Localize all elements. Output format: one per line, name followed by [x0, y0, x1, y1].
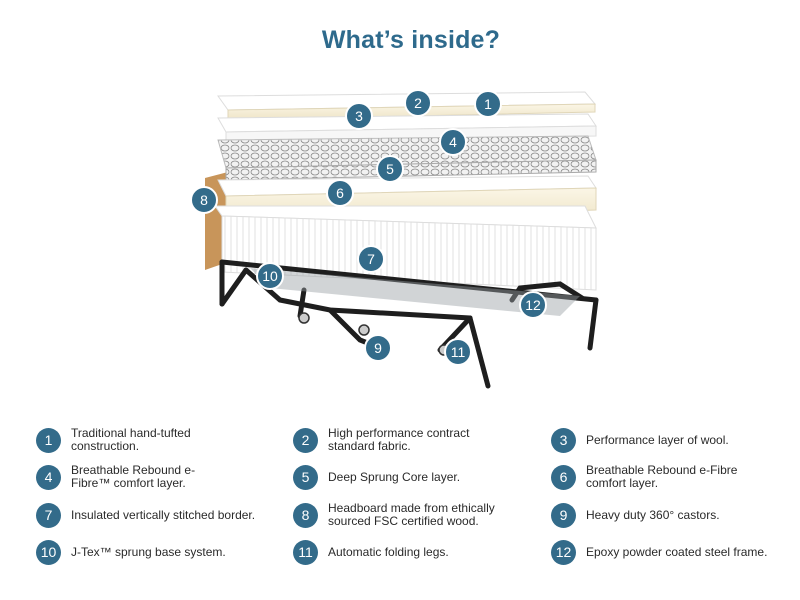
legend-text: Performance layer of wool. — [586, 432, 729, 447]
legend-item-8: 8 Headboard made from ethically sourced … — [293, 497, 533, 533]
legend-number: 10 — [36, 539, 61, 565]
legend-text: Deep Sprung Core layer. — [328, 469, 461, 484]
legend-number: 7 — [36, 502, 61, 528]
legend-number: 4 — [36, 464, 61, 490]
legend-number: 2 — [293, 427, 318, 453]
legend-item-4: 4 Breathable Rebound e-Fibre™ comfort la… — [36, 459, 276, 495]
legend-number: 1 — [36, 427, 61, 453]
callout-badge-9: 9 — [364, 334, 392, 362]
bed-exploded-diagram: 1 2 3 4 5 6 7 8 9 10 11 12 — [190, 89, 599, 389]
legend-text: J-Tex™ sprung base system. — [71, 544, 226, 559]
castor-wheel — [298, 312, 310, 324]
callout-badge-10: 10 — [256, 262, 284, 290]
legend-item-3: 3 Performance layer of wool. — [551, 422, 791, 458]
legend-number: 3 — [551, 427, 576, 453]
legend-number: 9 — [551, 502, 576, 528]
callout-badge-2: 2 — [404, 89, 432, 117]
legend-text: Heavy duty 360° castors. — [586, 507, 720, 522]
legend-number: 6 — [551, 464, 576, 490]
legend-item-7: 7 Insulated vertically stitched border. — [36, 497, 276, 533]
legend-text: Headboard made from ethically sourced FS… — [328, 501, 495, 528]
legend-number: 11 — [293, 539, 318, 565]
legend-item-6: 6 Breathable Rebound e-Fibre comfort lay… — [551, 459, 791, 495]
sprung-base — [250, 268, 580, 316]
legend-item-12: 12 Epoxy powder coated steel frame. — [551, 534, 791, 570]
callout-badge-6: 6 — [326, 179, 354, 207]
legend-text: Traditional hand-tufted construction. — [71, 426, 191, 453]
legend-text: Epoxy powder coated steel frame. — [586, 544, 768, 559]
legend-text: Breathable Rebound e-Fibre comfort layer… — [586, 463, 738, 490]
legend-item-1: 1 Traditional hand-tufted construction. — [36, 422, 276, 458]
spring-core-layer — [217, 135, 597, 181]
legend-number: 5 — [293, 464, 318, 490]
legend-text: Automatic folding legs. — [328, 544, 449, 559]
castor-wheel — [358, 324, 370, 336]
callout-badge-4: 4 — [439, 128, 467, 156]
legend-number: 8 — [293, 502, 318, 528]
legend-item-10: 10 J-Tex™ sprung base system. — [36, 534, 276, 570]
wool-layer — [217, 113, 597, 143]
legend-text: Breathable Rebound e-Fibre™ comfort laye… — [71, 463, 196, 490]
callout-badge-1: 1 — [474, 90, 502, 118]
legend-item-2: 2 High performance contract standard fab… — [293, 422, 533, 458]
callout-badge-7: 7 — [357, 245, 385, 273]
legend-text: Insulated vertically stitched border. — [71, 507, 256, 522]
callout-badge-3: 3 — [345, 102, 373, 130]
legend-number: 12 — [551, 539, 576, 565]
legend-item-9: 9 Heavy duty 360° castors. — [551, 497, 791, 533]
legend-text: High performance contract standard fabri… — [328, 426, 470, 453]
page-title: What’s inside? — [321, 26, 501, 54]
legend: 1 Traditional hand-tufted construction. … — [0, 420, 800, 590]
callout-badge-12: 12 — [519, 291, 547, 319]
bed-illustration — [205, 91, 599, 389]
legend-item-5: 5 Deep Sprung Core layer. — [293, 459, 533, 495]
callout-badge-11: 11 — [444, 338, 472, 366]
callout-badge-5: 5 — [376, 155, 404, 183]
legend-item-11: 11 Automatic folding legs. — [293, 534, 533, 570]
callout-badge-8: 8 — [190, 186, 218, 214]
